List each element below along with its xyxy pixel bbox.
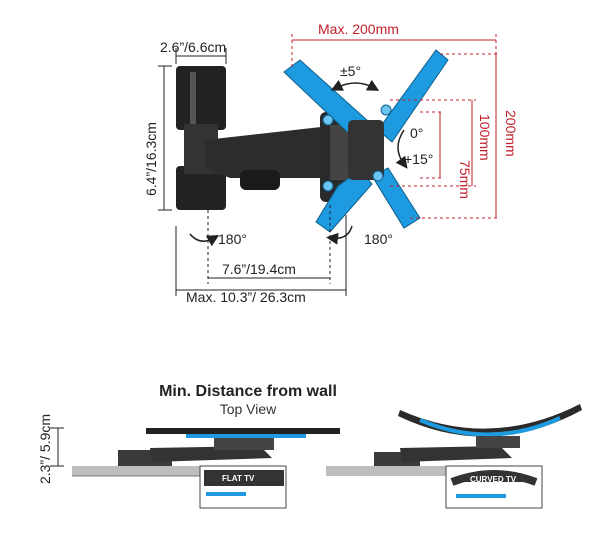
label-mount-width: 2.6”/6.6cm xyxy=(160,39,226,55)
label-max-extension: Max. 10.3”/ 26.3cm xyxy=(186,289,306,305)
label-swivel-right: 180° xyxy=(364,231,393,247)
label-tilt-0: 0° xyxy=(410,125,423,141)
label-arm-length: 7.6”/19.4cm xyxy=(222,261,296,277)
vesa-bracket xyxy=(283,49,449,233)
wall-distance-dim xyxy=(50,427,64,467)
label-vesa-100: 100mm xyxy=(477,114,493,161)
label-swivel-left: 180° xyxy=(218,231,247,247)
flat-tv-scene: FLAT TV xyxy=(72,428,340,509)
bottom-subtitle: Top View xyxy=(220,401,277,417)
label-vesa-75: 75mm xyxy=(457,160,473,199)
flat-tv-label: FLAT TV xyxy=(222,474,255,483)
bracket-drawing xyxy=(176,49,449,247)
dimension-lines xyxy=(158,48,347,296)
label-tilt-15: +15° xyxy=(404,151,433,167)
label-tilt: ±5° xyxy=(340,63,361,79)
label-max-vesa-width: Max. 200mm xyxy=(318,21,399,37)
label-vesa-200: 200mm xyxy=(503,110,519,157)
label-wall-distance: 2.3”/ 5.9cm xyxy=(37,414,53,484)
curved-tv-scene: CURVED TV xyxy=(326,404,582,509)
vesa-dimension-lines xyxy=(291,34,500,219)
label-mount-height: 6.4”/16.3cm xyxy=(143,122,159,196)
wall-plate xyxy=(176,66,226,210)
curved-tv-label: CURVED TV xyxy=(470,475,517,484)
bottom-title: Min. Distance from wall xyxy=(159,383,337,400)
